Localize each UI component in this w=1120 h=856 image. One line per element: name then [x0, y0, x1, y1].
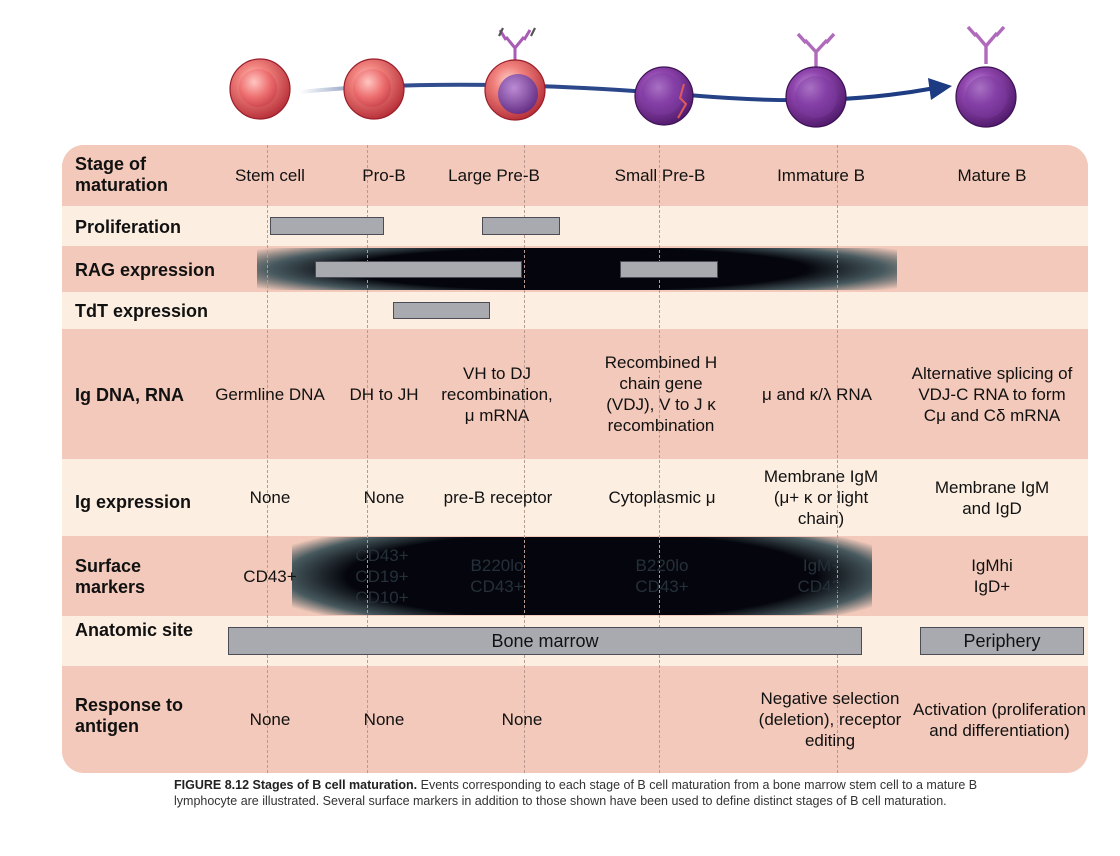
- tdt-bar: [393, 302, 490, 319]
- marker-cell: B220lo CD43+: [635, 556, 689, 596]
- maturation-table: Stage of maturation Proliferation RAG ex…: [62, 145, 1088, 773]
- response-cell: None: [501, 710, 543, 729]
- label-stage: Stage of maturation: [75, 154, 169, 195]
- row-igdna: [62, 329, 1088, 459]
- column-divider: [524, 145, 525, 773]
- label-igexp: Ig expression: [75, 492, 192, 512]
- large-pre-b-cell-icon: [484, 27, 546, 121]
- stage-header: Mature B: [957, 166, 1027, 185]
- proliferation-bar: [482, 217, 560, 235]
- igexp-cell: None: [249, 488, 291, 507]
- rag-bar: [620, 261, 718, 278]
- figure-caption: FIGURE 8.12 Stages of B cell maturation.…: [174, 777, 994, 809]
- label-tdt: TdT expression: [75, 301, 209, 321]
- marker-cell: B220lo CD43+: [470, 556, 524, 596]
- row-proliferation: [62, 206, 1088, 246]
- response-cell: [589, 666, 731, 773]
- igexp-cell: None: [363, 488, 405, 507]
- rag-bar: [315, 261, 522, 278]
- igdna-cell: μ and κ/λ RNA: [762, 384, 872, 404]
- marker-cell: IgM+ CD43-: [797, 556, 847, 596]
- column-divider: [837, 145, 838, 773]
- column-divider: [659, 145, 660, 773]
- marker-cell: CD43+: [243, 566, 297, 586]
- stem-cell-icon: [229, 58, 291, 120]
- stage-header: Pro-B: [362, 166, 406, 185]
- stage-header: Large Pre-B: [448, 166, 540, 185]
- igexp-cell: Membrane IgM (μ+ κ or light chain): [763, 467, 879, 528]
- caption-text: Events corresponding to each stage of B …: [174, 778, 978, 808]
- label-markers: Surface markers: [75, 556, 146, 597]
- igexp-cell: pre-B receptor: [443, 488, 553, 507]
- row-stage: [62, 145, 1088, 206]
- row-response: [62, 666, 1088, 773]
- row-tdt: [62, 292, 1088, 329]
- igdna-cell: Germline DNA: [215, 384, 325, 404]
- igdna-cell: Recombined H chain gene (VDJ), V to J κ …: [604, 353, 718, 435]
- response-cell: Activation (proliferation and differenti…: [913, 699, 1086, 740]
- immature-b-cell-icon: [785, 32, 847, 128]
- igexp-cell: Membrane IgM and IgD: [934, 477, 1050, 518]
- igdna-cell: VH to DJ recombination, μ mRNA: [441, 363, 553, 425]
- response-cell: Negative selection (deletion), receptor …: [758, 689, 902, 750]
- bone-marrow-label: Bone marrow: [491, 630, 599, 651]
- label-response: Response to antigen: [75, 695, 184, 736]
- caption-heading: FIGURE 8.12 Stages of B cell maturation.: [174, 778, 418, 792]
- column-divider: [267, 145, 268, 773]
- stage-header: Stem cell: [235, 166, 305, 185]
- proliferation-bar: [270, 217, 384, 235]
- mature-b-cell-icon: [955, 25, 1017, 128]
- response-cell: None: [363, 710, 405, 729]
- row-igexp: [62, 459, 1088, 536]
- label-proliferation: Proliferation: [75, 217, 182, 237]
- column-divider: [367, 145, 368, 773]
- stage-header: Small Pre-B: [614, 166, 706, 185]
- small-pre-b-cell-icon: [634, 66, 694, 126]
- periphery-bar: [920, 627, 1084, 655]
- pro-b-cell-icon: [343, 58, 405, 120]
- label-site: Anatomic site: [75, 620, 194, 640]
- label-igdna: Ig DNA, RNA: [75, 385, 184, 405]
- bone-marrow-bar: [228, 627, 862, 655]
- marker-cell: IgMhi IgD+: [971, 556, 1013, 596]
- igexp-cell: Cytoplasmic μ: [608, 488, 716, 507]
- cell-illustration: [229, 25, 1017, 128]
- periphery-label: Periphery: [963, 630, 1041, 651]
- igdna-cell: DH to JH: [349, 384, 419, 404]
- marker-cell: CD43+ CD19+ CD10+: [355, 545, 409, 607]
- label-rag: RAG expression: [75, 260, 216, 280]
- surface-markers-band: [292, 537, 872, 615]
- igdna-cell: Alternative splicing of VDJ-C RNA to for…: [911, 363, 1073, 425]
- response-cell: None: [249, 710, 291, 729]
- stage-header: Immature B: [777, 166, 865, 185]
- arrow-head-icon: [928, 78, 952, 100]
